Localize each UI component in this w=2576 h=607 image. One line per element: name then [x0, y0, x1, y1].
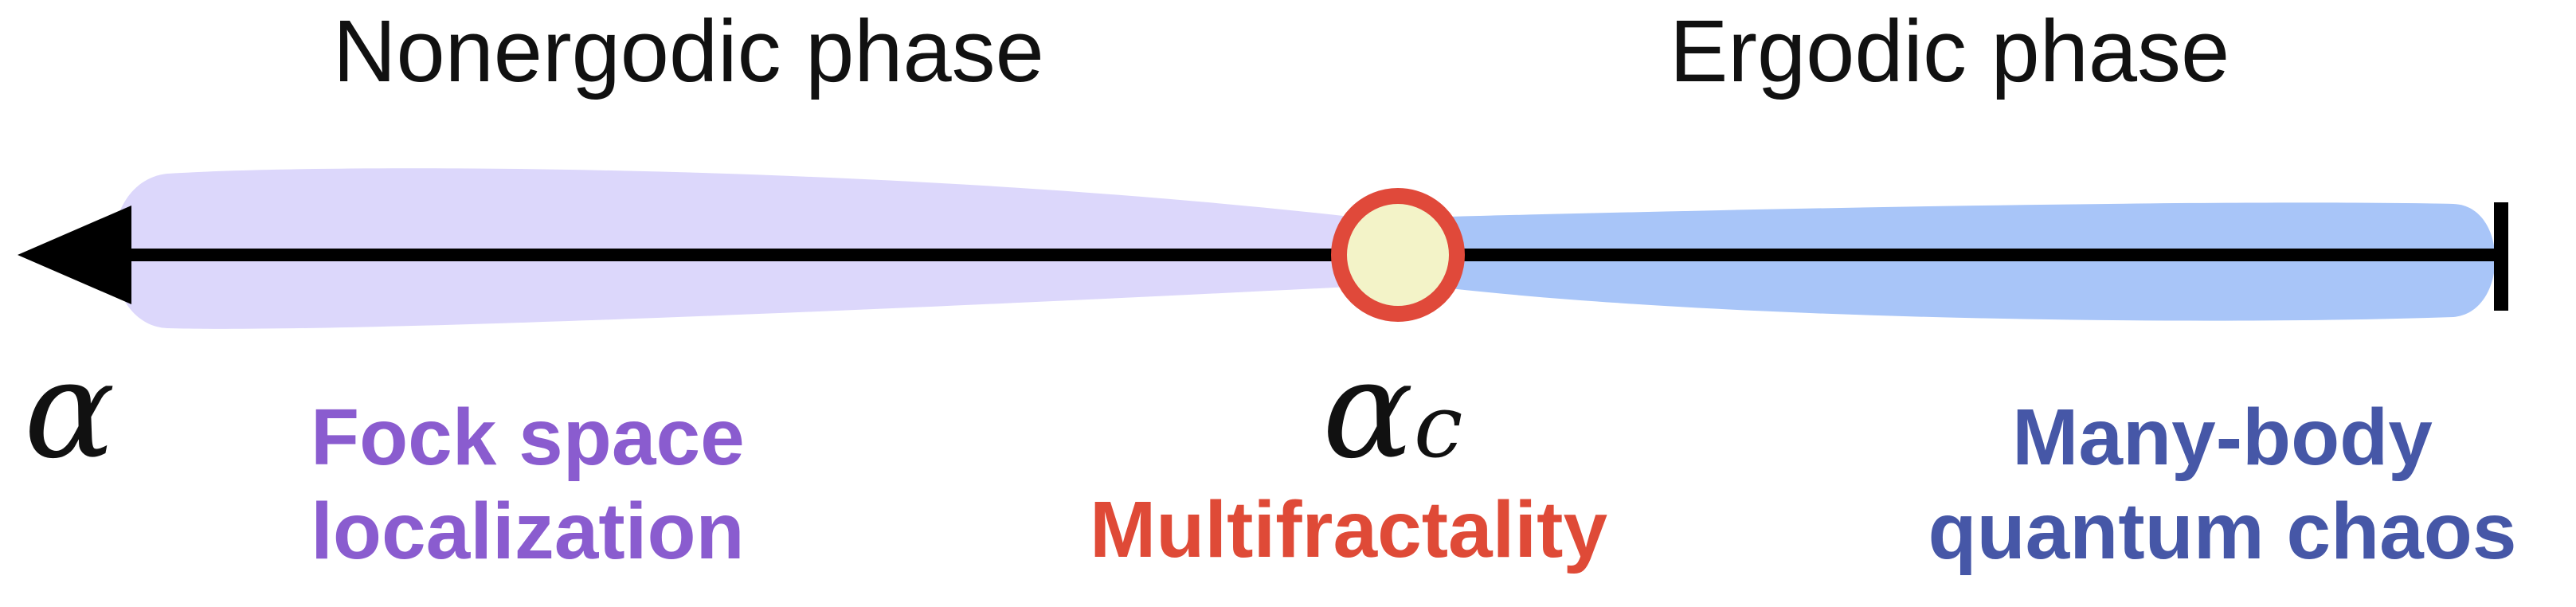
fock-space-line: Fock space [311, 393, 745, 482]
nonergodic-phase-title: Nonergodic phase [333, 2, 1044, 100]
axis-arrow-head [18, 206, 131, 304]
critical-value-alpha-c: αc [1322, 343, 1462, 478]
critical-point-marker [1331, 188, 1465, 322]
many-body-quantum-chaos-label: Many-body quantum chaos [1880, 390, 2565, 578]
fock-space-localization-label: Fock space localization [311, 390, 745, 578]
quantum-chaos-line: quantum chaos [1928, 487, 2517, 576]
critical-alpha-subscript: c [1413, 375, 1463, 477]
axis-variable-alpha: α [24, 331, 115, 489]
multifractality-label: Multifractality [1090, 485, 1608, 574]
many-body-line: Many-body [2012, 393, 2433, 482]
localization-line: localization [311, 487, 745, 576]
ergodic-phase-title: Ergodic phase [1670, 2, 2230, 100]
critical-alpha-symbol: α [1322, 331, 1414, 489]
ergodic-band [1450, 202, 2496, 321]
